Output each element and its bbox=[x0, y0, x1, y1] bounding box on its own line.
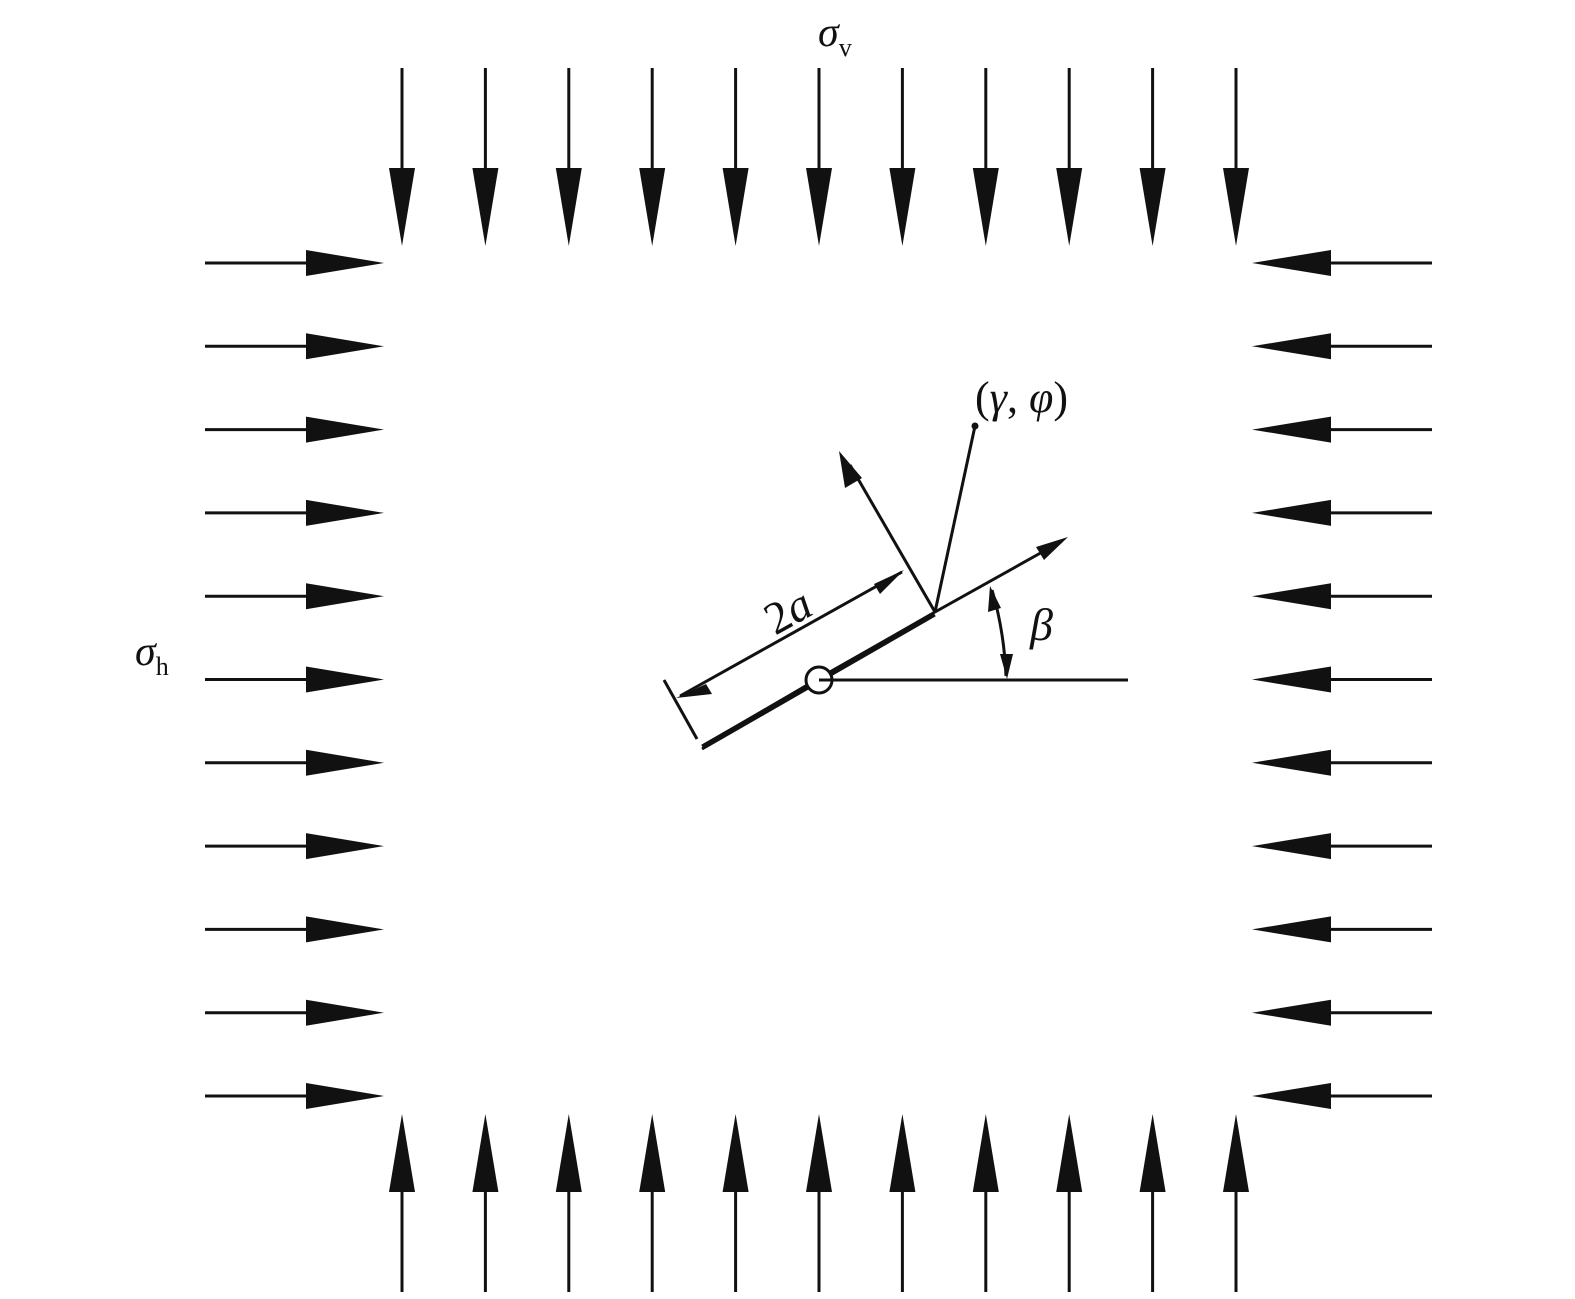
load-arrow-up bbox=[889, 1114, 916, 1292]
point-separator: , bbox=[1007, 373, 1029, 422]
load-arrow-down bbox=[639, 68, 666, 246]
load-arrow-left bbox=[1252, 916, 1432, 943]
load-arrow-up bbox=[389, 1114, 415, 1292]
point-gamma: γ bbox=[990, 373, 1009, 422]
load-arrow-down bbox=[806, 68, 832, 246]
load-arrow-down bbox=[472, 68, 499, 246]
load-arrow-right bbox=[205, 749, 384, 776]
load-arrow-left bbox=[1252, 250, 1432, 276]
load-arrow-right bbox=[205, 416, 384, 443]
vertical-load-arrows-top bbox=[389, 68, 1249, 246]
load-arrow-left bbox=[1252, 999, 1432, 1026]
load-arrow-up bbox=[639, 1114, 666, 1292]
horizontal-load-arrows-left bbox=[205, 250, 384, 1109]
load-arrow-up bbox=[472, 1114, 499, 1292]
point-phi: φ bbox=[1029, 373, 1053, 422]
load-arrow-right bbox=[205, 1083, 384, 1109]
normal-axis-line bbox=[848, 464, 937, 613]
sigma-v-symbol: σ bbox=[818, 10, 841, 56]
load-arrow-up bbox=[972, 1114, 999, 1292]
dimension-tick bbox=[662, 679, 699, 740]
horizontal-load-arrows-right bbox=[1252, 250, 1432, 1109]
load-arrow-up bbox=[1139, 1114, 1166, 1292]
load-arrow-right bbox=[205, 333, 384, 360]
load-arrow-right bbox=[205, 583, 384, 610]
point-marker bbox=[971, 422, 979, 430]
dimension-arrowhead-upper bbox=[874, 570, 904, 594]
load-arrow-left bbox=[1252, 333, 1432, 360]
sigma-h-subscript: h bbox=[156, 652, 169, 681]
point-open-paren: ( bbox=[975, 373, 990, 422]
load-arrow-left bbox=[1252, 499, 1432, 526]
load-arrow-left bbox=[1252, 1083, 1432, 1109]
crack-length-label: 2a bbox=[755, 578, 820, 645]
sigma-h-label: σh bbox=[135, 629, 169, 681]
load-arrow-left bbox=[1252, 416, 1432, 443]
load-arrow-left bbox=[1252, 833, 1432, 860]
load-arrow-down bbox=[889, 68, 916, 246]
crack-geometry bbox=[662, 422, 1128, 751]
load-arrow-up bbox=[1223, 1114, 1249, 1292]
load-arrow-left bbox=[1252, 666, 1432, 693]
load-arrow-right bbox=[205, 499, 384, 526]
load-arrow-down bbox=[389, 68, 415, 246]
load-arrow-right bbox=[205, 833, 384, 860]
sigma-v-subscript: v bbox=[839, 33, 852, 62]
point-radius-line bbox=[933, 425, 977, 613]
load-arrow-down bbox=[1056, 68, 1083, 246]
vertical-load-arrows-bottom bbox=[389, 1114, 1249, 1292]
load-arrow-left bbox=[1252, 583, 1432, 610]
load-arrow-down bbox=[1223, 68, 1249, 246]
angle-beta-label: β bbox=[1029, 599, 1053, 650]
point-close-paren: ) bbox=[1053, 373, 1068, 422]
load-arrow-up bbox=[722, 1114, 749, 1292]
load-arrow-up bbox=[555, 1114, 582, 1292]
load-arrow-up bbox=[806, 1114, 832, 1292]
load-arrow-down bbox=[1139, 68, 1166, 246]
dimension-arrowhead-lower bbox=[676, 684, 712, 698]
normal-axis-arrowhead bbox=[839, 451, 862, 488]
load-arrow-down bbox=[722, 68, 749, 246]
crack-length-dimension-line bbox=[679, 570, 903, 698]
crack-axis-arrowhead bbox=[1036, 537, 1068, 560]
load-arrow-right bbox=[205, 666, 384, 693]
load-arrow-down bbox=[555, 68, 582, 246]
sigma-h-symbol: σ bbox=[135, 629, 158, 675]
load-arrow-up bbox=[1056, 1114, 1083, 1292]
angle-arrowhead-upper bbox=[988, 586, 1001, 612]
load-arrow-right bbox=[205, 999, 384, 1026]
angle-arrowhead-lower bbox=[1000, 654, 1013, 679]
point-coordinates-label: (γ, φ) bbox=[975, 373, 1068, 422]
load-arrow-left bbox=[1252, 749, 1432, 776]
load-arrow-down bbox=[972, 68, 999, 246]
sigma-v-label: σv bbox=[818, 10, 852, 62]
load-arrow-right bbox=[205, 250, 384, 276]
load-arrow-right bbox=[205, 916, 384, 943]
